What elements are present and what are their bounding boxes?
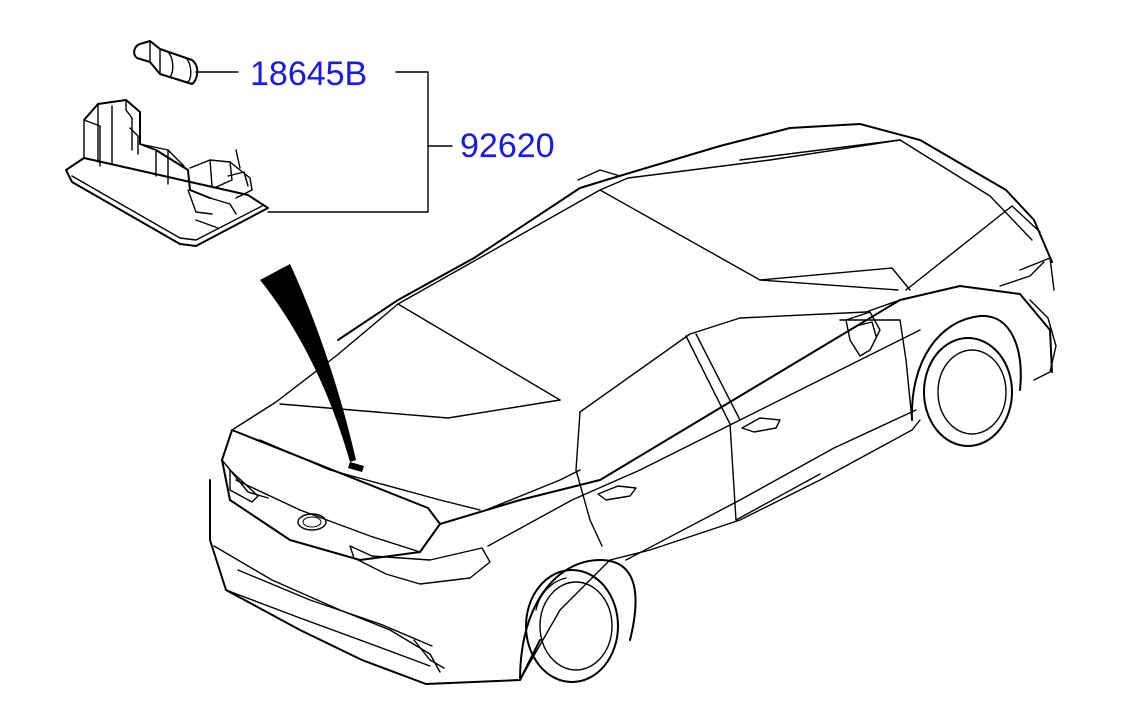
lamp-location-marker [348, 462, 364, 472]
part-label-bulb[interactable]: 18645B [250, 55, 367, 93]
leader-lines [195, 71, 453, 213]
part-label-lamp-assembly[interactable]: 92620 [460, 127, 555, 165]
lamp-assembly-part[interactable] [65, 99, 269, 247]
car-body [209, 123, 1057, 685]
bulb-part[interactable] [133, 40, 199, 85]
location-pointer [260, 264, 356, 462]
